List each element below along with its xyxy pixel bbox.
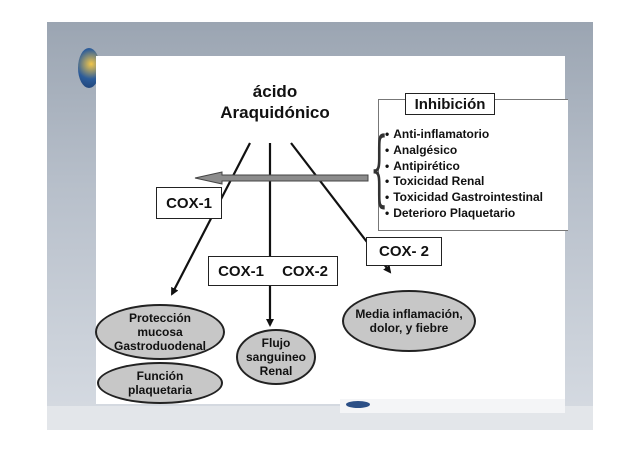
institution-logo [78,48,100,88]
footer-strip [340,399,565,413]
inhibition-item: Deterioro Plaquetario [385,206,543,222]
outcome-platelet-function: Función plaquetaria [97,362,223,404]
arachidonic-acid-title: ácido Araquidónico [205,81,345,123]
cox2-box: COX- 2 [366,237,442,266]
inhibition-item: Toxicidad Gastrointestinal [385,190,543,206]
outcome-renal-blood-flow: Flujo sanguineo Renal [236,329,316,385]
inhibition-brace: { [370,121,389,216]
cox1-box: COX-1 [156,187,222,219]
title-line-2: Araquidónico [220,103,330,122]
inhibition-effects-list: Anti-inflamatorio Analgésico Antipirétic… [385,127,543,222]
inhibition-arrow [194,171,369,185]
inhibition-item: Analgésico [385,143,543,159]
outcome-gastroduodenal-protection: Protección mucosa Gastroduodenal [95,304,225,360]
outcome-inflammation-pain-fever: Media inflamación, dolor, y fiebre [342,290,476,352]
inhibition-item: Toxicidad Renal [385,174,543,190]
cox1-cox2-box: COX-1 COX-2 [208,256,338,286]
inhibition-title: Inhibición [405,93,495,115]
inhibition-item: Anti-inflamatorio [385,127,543,143]
footer-logo [346,401,370,408]
cox1-label: COX-1 [218,262,264,280]
title-line-1: ácido [252,82,298,101]
cox2-label: COX-2 [282,262,328,280]
inhibition-item: Antipirético [385,159,543,175]
